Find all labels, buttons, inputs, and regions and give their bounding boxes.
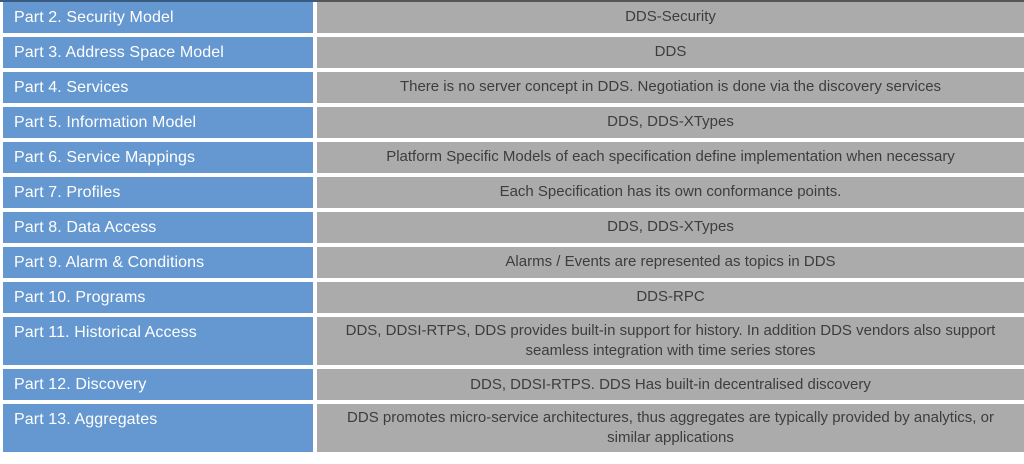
dds-mapping-text: There is no server concept in DDS. Negot… xyxy=(399,78,942,96)
part-cell: Part 5. Information Model xyxy=(3,107,313,138)
dds-mapping-cell: Alarms / Events are represented as topic… xyxy=(317,247,1024,278)
part-cell: Part 13. Aggregates xyxy=(3,404,313,453)
part-label: Part 9. Alarm & Conditions xyxy=(14,254,205,271)
dds-mapping-cell: DDS, DDS-XTypes xyxy=(317,107,1024,138)
cropped-row-edge-right xyxy=(317,0,1024,2)
part-label: Part 6. Service Mappings xyxy=(14,149,196,166)
part-cell: Part 4. Services xyxy=(3,72,313,103)
part-cell: Part 8. Data Access xyxy=(3,212,313,243)
dds-mapping-text: Platform Specific Models of each specifi… xyxy=(386,148,955,166)
dds-mapping-text: DDS, DDS-XTypes xyxy=(607,113,734,131)
part-cell: Part 9. Alarm & Conditions xyxy=(3,247,313,278)
dds-mapping-cell: DDS, DDSI-RTPS. DDS Has built-in decentr… xyxy=(317,369,1024,401)
part-cell: Part 2. Security Model xyxy=(3,2,313,33)
part-label: Part 7. Profiles xyxy=(14,184,121,201)
table-row: Part 10. Programs DDS-RPC xyxy=(3,282,1024,313)
part-label: Part 3. Address Space Model xyxy=(14,44,224,61)
dds-mapping-cell: Each Specification has its own conforman… xyxy=(317,177,1024,208)
part-cell: Part 10. Programs xyxy=(3,282,313,313)
table-row: Part 8. Data Access DDS, DDS-XTypes xyxy=(3,212,1024,243)
table-row: Part 5. Information Model DDS, DDS-XType… xyxy=(3,107,1024,138)
part-label: Part 5. Information Model xyxy=(14,114,197,131)
table-row: Part 9. Alarm & Conditions Alarms / Even… xyxy=(3,247,1024,278)
part-label: Part 11. Historical Access xyxy=(14,324,197,341)
dds-mapping-text: DDS, DDSI-RTPS, DDS provides built-in su… xyxy=(345,322,996,360)
part-label: Part 8. Data Access xyxy=(14,219,157,236)
table-row: Part 13. Aggregates DDS promotes micro-s… xyxy=(3,404,1024,453)
table-row: Part 4. Services There is no server conc… xyxy=(3,72,1024,103)
dds-mapping-cell: There is no server concept in DDS. Negot… xyxy=(317,72,1024,103)
part-cell: Part 12. Discovery xyxy=(3,369,313,401)
table-row: Part 12. Discovery DDS, DDSI-RTPS. DDS H… xyxy=(3,369,1024,401)
part-label: Part 2. Security Model xyxy=(14,9,174,26)
table-row: Part 11. Historical Access DDS, DDSI-RTP… xyxy=(3,317,1024,366)
dds-mapping-cell: DDS-Security xyxy=(317,2,1024,33)
part-label: Part 12. Discovery xyxy=(14,376,147,394)
dds-mapping-cell: DDS promotes micro-service architectures… xyxy=(317,404,1024,453)
dds-mapping-cell: Platform Specific Models of each specifi… xyxy=(317,142,1024,173)
dds-mapping-cell: DDS-RPC xyxy=(317,282,1024,313)
cropped-row-edge-left xyxy=(0,0,317,2)
table-row: Part 6. Service Mappings Platform Specif… xyxy=(3,142,1024,173)
table-body: Part 2. Security Model DDS-Security Part… xyxy=(0,2,1024,453)
dds-mapping-text: DDS, DDSI-RTPS. DDS Has built-in decentr… xyxy=(470,375,871,393)
part-cell: Part 11. Historical Access xyxy=(3,317,313,366)
part-cell: Part 3. Address Space Model xyxy=(3,37,313,68)
dds-mapping-text: DDS-Security xyxy=(625,8,716,26)
dds-mapping-text: DDS promotes micro-service architectures… xyxy=(347,409,994,447)
part-label: Part 10. Programs xyxy=(14,289,146,306)
dds-mapping-text: DDS, DDS-XTypes xyxy=(607,218,734,236)
dds-mapping-text: DDS xyxy=(654,43,687,61)
cropped-row-edge xyxy=(0,0,1024,2)
table-row: Part 2. Security Model DDS-Security xyxy=(3,2,1024,33)
part-cell: Part 7. Profiles xyxy=(3,177,313,208)
dds-mapping-cell: DDS, DDSI-RTPS, DDS provides built-in su… xyxy=(317,317,1024,366)
dds-mapping-text: Alarms / Events are represented as topic… xyxy=(505,253,836,271)
dds-mapping-cell: DDS, DDS-XTypes xyxy=(317,212,1024,243)
dds-mapping-text: DDS-RPC xyxy=(636,288,705,306)
dds-mapping-text: Each Specification has its own conforman… xyxy=(499,183,842,201)
table-row: Part 3. Address Space Model DDS xyxy=(3,37,1024,68)
part-label: Part 13. Aggregates xyxy=(14,411,158,429)
part-label: Part 4. Services xyxy=(14,79,129,96)
part-cell: Part 6. Service Mappings xyxy=(3,142,313,173)
table-row: Part 7. Profiles Each Specification has … xyxy=(3,177,1024,208)
dds-mapping-cell: DDS xyxy=(317,37,1024,68)
